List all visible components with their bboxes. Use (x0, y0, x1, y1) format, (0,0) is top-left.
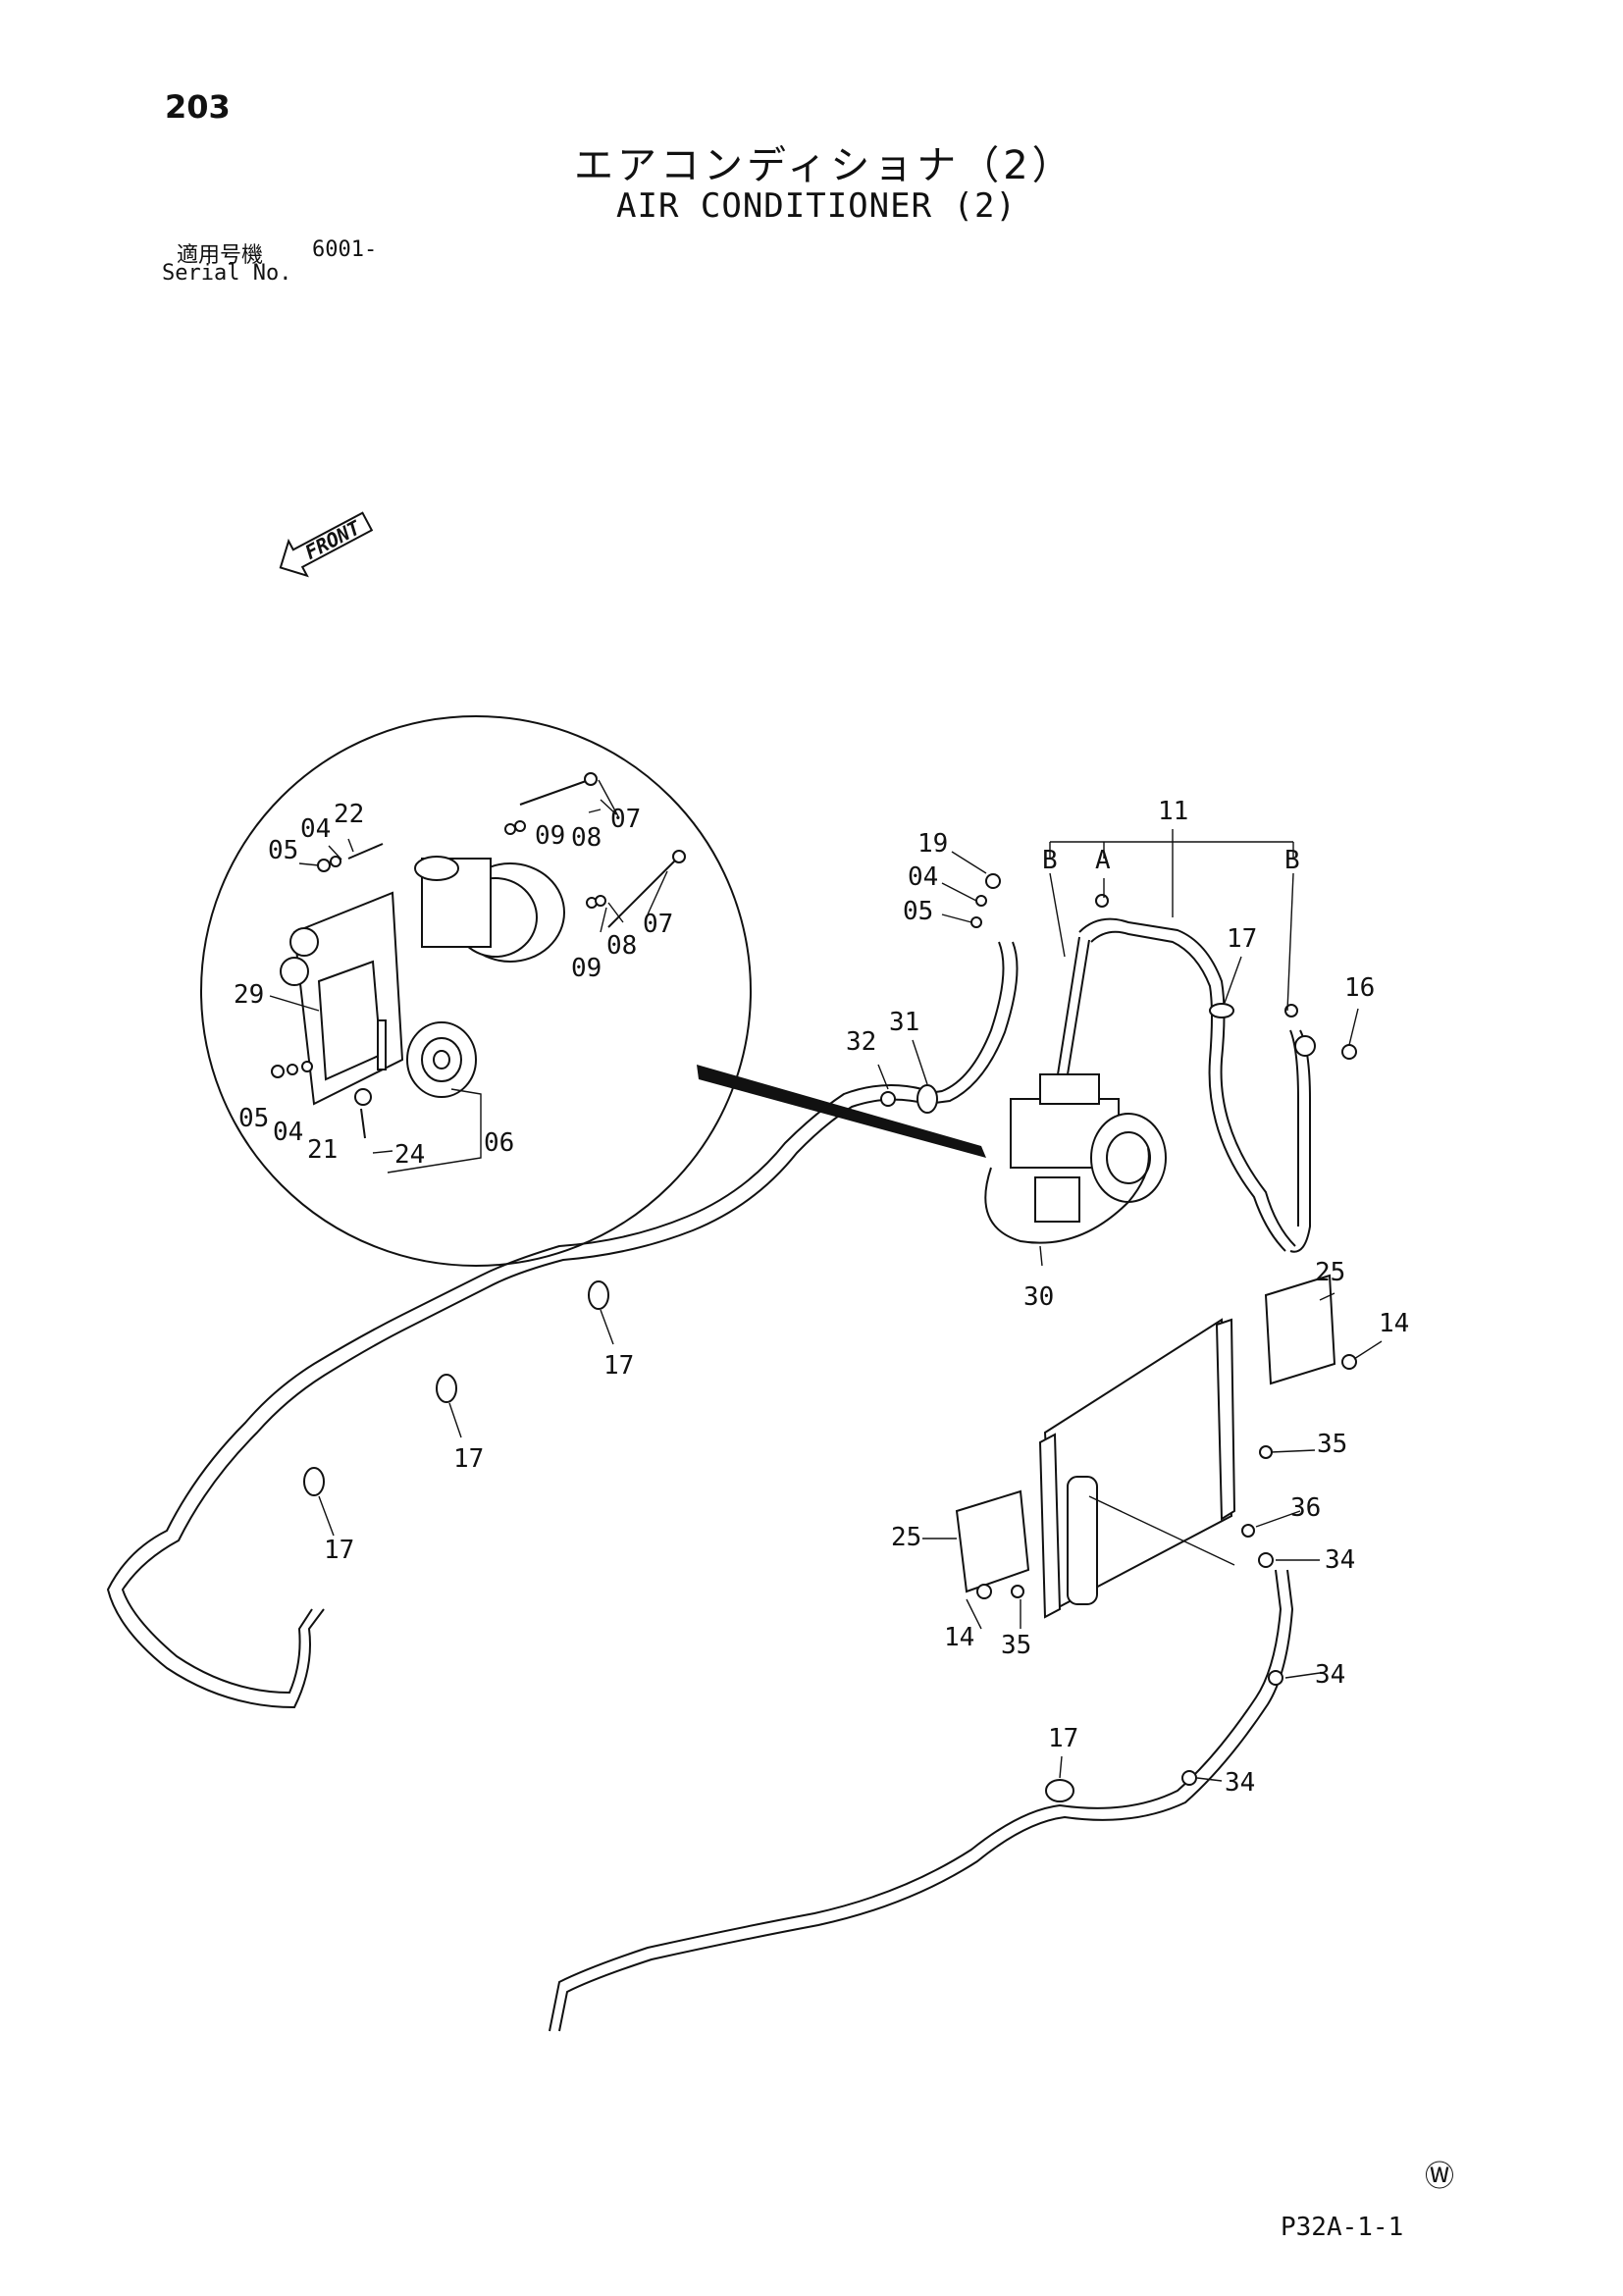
main-callouts: 11 A B B 19 04 05 17 16 31 32 30 25 14 3… (324, 797, 1409, 1798)
inset-leaders (269, 779, 668, 1174)
callout-22: 22 (334, 800, 364, 829)
callout-05: 05 (903, 897, 933, 926)
callout-05: 05 (238, 1104, 269, 1133)
callout-35: 35 (1317, 1430, 1347, 1459)
callout-11-bracket (1049, 829, 1294, 917)
callout-04: 04 (300, 814, 331, 844)
callout-04: 04 (273, 1118, 303, 1147)
callout-19: 19 (917, 829, 948, 859)
idler-pulley (406, 1021, 477, 1098)
callout-17: 17 (1048, 1724, 1078, 1753)
callout-17: 17 (453, 1444, 484, 1474)
page-number: 203 (165, 88, 231, 126)
callout-09: 09 (571, 954, 602, 983)
front-label: FRONT (301, 515, 365, 564)
compressor-assembly (984, 1073, 1167, 1244)
callout-25: 25 (891, 1523, 921, 1552)
compressor-body (414, 856, 565, 963)
compressor-bracket (280, 891, 404, 1106)
callout-16: 16 (1344, 973, 1375, 1003)
callout-30: 30 (1023, 1282, 1054, 1312)
callout-14: 14 (944, 1623, 974, 1652)
inset-pointer (697, 1065, 986, 1158)
callout-25: 25 (1315, 1258, 1345, 1287)
callout-24: 24 (394, 1140, 425, 1170)
suction-hose (106, 941, 1019, 1709)
figure-code: P32A-1-1 (1281, 2213, 1404, 2242)
callout-14: 14 (1379, 1309, 1409, 1338)
callout-08: 08 (606, 931, 637, 961)
callout-29: 29 (234, 980, 264, 1010)
callout-32: 32 (846, 1027, 876, 1057)
callout-07: 07 (610, 805, 641, 834)
callout-07: 07 (643, 910, 673, 939)
callout-06: 06 (484, 1128, 514, 1158)
callout-04: 04 (908, 862, 938, 892)
callout-11: 11 (1158, 797, 1188, 826)
callout-05: 05 (268, 836, 298, 865)
main-leaders (318, 851, 1383, 1782)
callout-34: 34 (1315, 1660, 1345, 1690)
inset-bolts (271, 772, 686, 1139)
page-title-english: AIR CONDITIONER (2) (616, 186, 1017, 226)
callout-31: 31 (889, 1008, 919, 1037)
hose-clamps (303, 1003, 1234, 1802)
hose-11 (1057, 917, 1311, 1253)
callout-36: 36 (1290, 1493, 1321, 1523)
front-arrow: FRONT (279, 511, 374, 578)
callout-17: 17 (324, 1536, 354, 1565)
callout-09: 09 (535, 821, 565, 851)
callout-B: B (1284, 846, 1300, 875)
serial-number-value: 6001- (312, 237, 378, 262)
callout-A: A (1095, 846, 1111, 875)
inset-callouts: 22 04 05 09 08 07 07 08 09 29 05 04 21 2… (234, 800, 673, 1170)
callout-34: 34 (1225, 1768, 1255, 1798)
callout-35: 35 (1001, 1631, 1031, 1660)
page-title-japanese: エアコンディショナ（2） (574, 143, 1075, 188)
fasteners (880, 873, 1357, 1599)
callout-17: 17 (603, 1351, 634, 1381)
callout-34: 34 (1325, 1545, 1355, 1575)
callout-17: 17 (1227, 924, 1257, 954)
callout-08: 08 (571, 823, 602, 853)
liquid-line (549, 1569, 1294, 2032)
callout-B: B (1042, 846, 1058, 875)
serial-label-japanese: 適用号機 (177, 243, 264, 268)
serial-label-english: Serial No. (162, 261, 292, 286)
detail-inset-circle (200, 715, 752, 1267)
watermark-symbol: Ⓦ (1425, 2160, 1454, 2194)
callout-21: 21 (307, 1135, 338, 1165)
condenser (955, 1274, 1336, 1619)
